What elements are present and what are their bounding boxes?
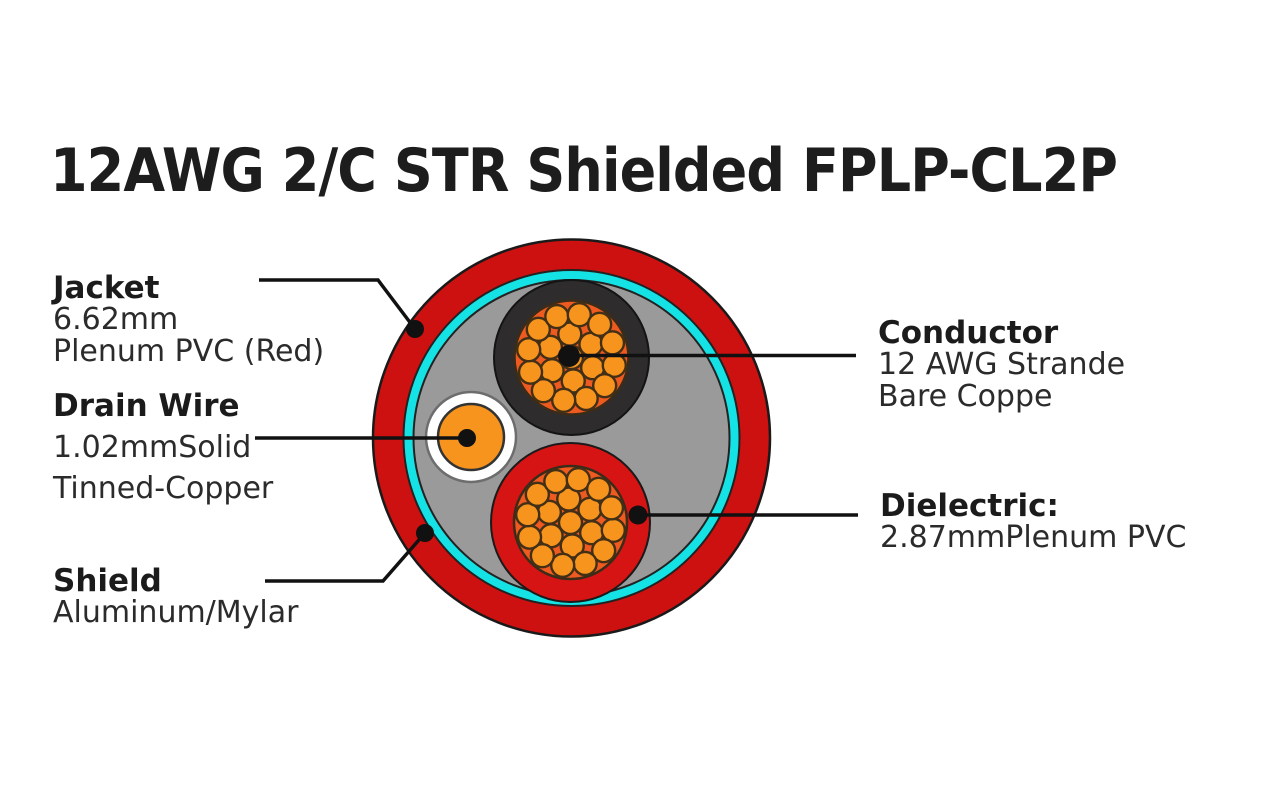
drain-wire-leader-dot <box>458 429 476 447</box>
label-shield: Shield Aluminum/Mylar <box>53 565 298 629</box>
label-dielectric: Dielectric: 2.87mmPlenum PVC <box>880 490 1186 554</box>
label-jacket-title: Jacket <box>53 270 160 306</box>
conductor-leader-dot <box>558 345 580 367</box>
label-drain-wire-spec-size: 1.02mmSolid <box>53 430 252 465</box>
label-drain-wire-title: Drain Wire <box>53 388 240 424</box>
label-dielectric-title: Dielectric: <box>880 488 1059 524</box>
label-drain-wire-spec-material: Tinned-Copper <box>53 471 274 506</box>
label-dielectric-spec: 2.87mmPlenum PVC <box>880 520 1187 555</box>
jacket-leader-dot <box>406 320 424 338</box>
label-conductor-title: Conductor <box>878 315 1059 351</box>
dielectric-leader-dot <box>628 505 648 525</box>
label-conductor: Conductor 12 AWG Strande Bare Coppe <box>878 317 1125 413</box>
shield-leader-dot <box>416 524 434 542</box>
label-drain-wire: Drain Wire 1.02mmSolid Tinned-Copper <box>53 386 273 509</box>
leader-dots <box>406 320 648 542</box>
leader-lines <box>255 278 858 583</box>
bottom-conductor-strands <box>515 467 626 578</box>
label-jacket-spec-material: Plenum PVC (Red) <box>53 334 325 369</box>
label-jacket-spec-size: 6.62mm <box>53 302 179 337</box>
label-shield-spec-material: Aluminum/Mylar <box>53 595 299 630</box>
label-conductor-spec-size: 12 AWG Strande <box>878 347 1126 382</box>
jacket-leader-line <box>259 278 417 331</box>
page-title: 12AWG 2/C STR Shielded FPLP-CL2P <box>50 136 1118 206</box>
label-conductor-spec-material: Bare Coppe <box>878 379 1053 414</box>
label-shield-title: Shield <box>53 563 162 599</box>
label-jacket: Jacket 6.62mm Plenum PVC (Red) <box>53 272 324 368</box>
shield-leader-line <box>265 531 427 583</box>
